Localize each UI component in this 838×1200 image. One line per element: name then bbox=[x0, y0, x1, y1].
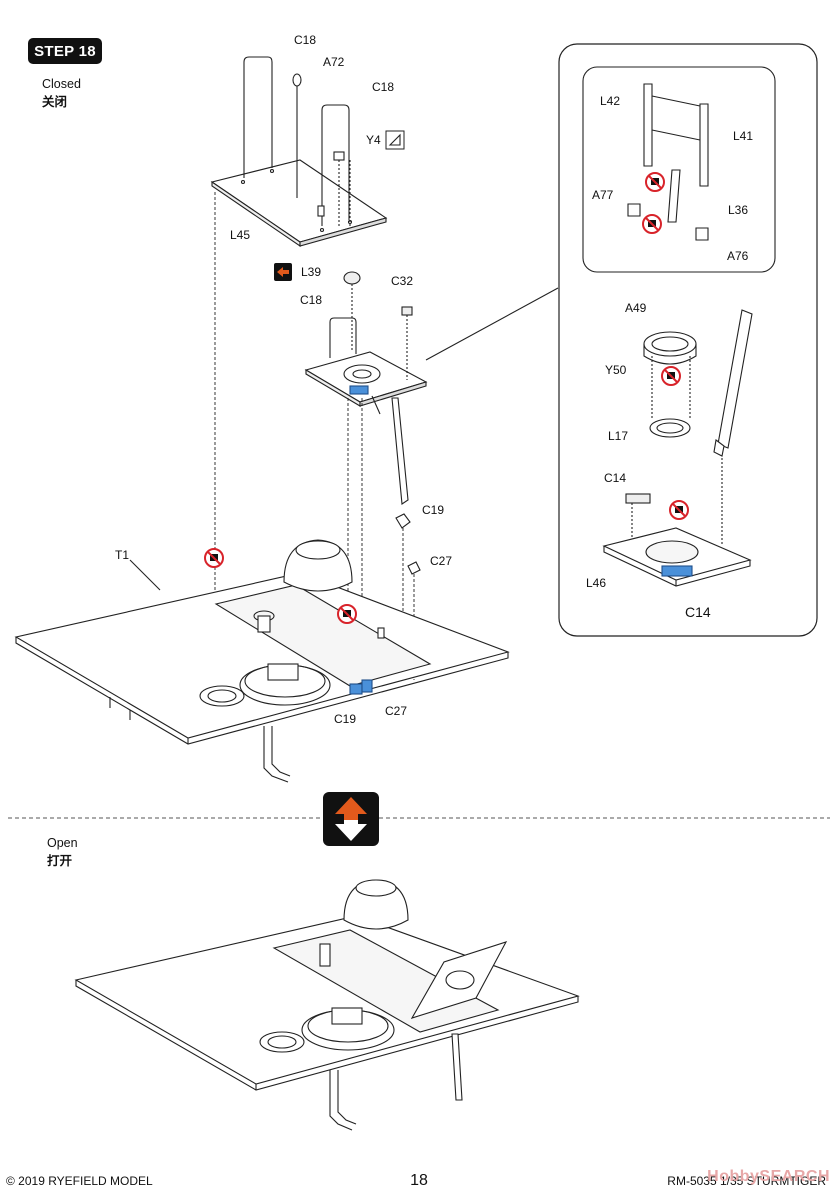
hatch-plate-l45 bbox=[210, 56, 405, 248]
part-label: T1 bbox=[115, 548, 130, 562]
product-code: RM-5035 1/35 STURMTIGER bbox=[667, 1174, 826, 1188]
no-glue-icons bbox=[204, 172, 689, 624]
step-badge: STEP 18 bbox=[28, 38, 102, 64]
part-label: C27 bbox=[385, 704, 408, 718]
part-label: L39 bbox=[301, 265, 322, 279]
middle-hatch bbox=[304, 271, 428, 680]
part-label: L41 bbox=[733, 129, 754, 143]
part-label: C19 bbox=[334, 712, 357, 726]
part-label: L45 bbox=[230, 228, 251, 242]
part-label: C14 bbox=[685, 604, 711, 620]
zoom-panel bbox=[558, 43, 818, 637]
part-label: A77 bbox=[592, 188, 614, 202]
up-down-arrow-icon bbox=[323, 792, 379, 846]
open-label: Open 打开 bbox=[47, 836, 78, 869]
open-label-en: Open bbox=[47, 836, 78, 850]
hull-t1-open bbox=[74, 879, 580, 1131]
part-label: C18 bbox=[372, 80, 395, 94]
part-label: C18 bbox=[300, 293, 323, 307]
closed-label-cn: 关闭 bbox=[42, 95, 68, 109]
part-label: L42 bbox=[600, 94, 621, 108]
part-label: L17 bbox=[608, 429, 629, 443]
move-arrow-icon bbox=[274, 263, 292, 281]
part-label: C27 bbox=[430, 554, 453, 568]
watermark: HobbySEARCH bbox=[707, 1168, 830, 1185]
part-label: C19 bbox=[422, 503, 445, 517]
open-label-cn: 打开 bbox=[47, 854, 73, 868]
part-label: L36 bbox=[728, 203, 749, 217]
closed-label-en: Closed bbox=[42, 77, 81, 91]
page-number: 18 bbox=[410, 1172, 428, 1189]
part-label: C14 bbox=[604, 471, 627, 485]
part-label: Y4 bbox=[366, 133, 381, 147]
part-label: L46 bbox=[586, 576, 607, 590]
part-label: A49 bbox=[625, 301, 647, 315]
part-label: C32 bbox=[391, 274, 414, 288]
part-label: Y50 bbox=[605, 363, 627, 377]
hull-t1-closed bbox=[14, 539, 510, 783]
part-label: A76 bbox=[727, 249, 749, 263]
part-label: A72 bbox=[323, 55, 345, 69]
copyright-text: © 2019 RYEFIELD MODEL bbox=[6, 1174, 153, 1188]
closed-label: Closed 关闭 bbox=[42, 77, 81, 110]
part-label: C18 bbox=[294, 33, 317, 47]
